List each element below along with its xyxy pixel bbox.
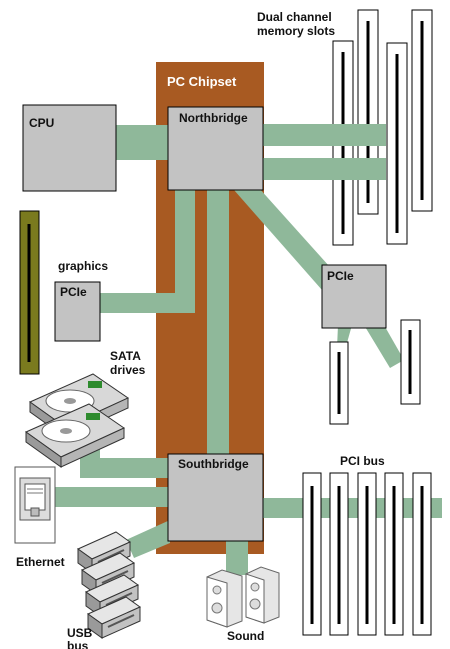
usb-label-line1: USB <box>67 626 93 640</box>
pci-slot <box>412 472 432 636</box>
pcie-chip <box>321 264 387 329</box>
sata-drives <box>24 373 130 468</box>
sound-link <box>226 540 248 575</box>
usb-port <box>86 596 142 639</box>
memory-slot <box>386 42 408 245</box>
usb-label-line2: bus <box>67 639 89 649</box>
memory-label-line1: Dual channel <box>257 10 332 24</box>
memory-label-line2: memory slots <box>257 24 336 38</box>
graphics-label: graphics <box>58 259 109 273</box>
pcie-slot-right-link <box>364 318 404 368</box>
pcie-graphics-label: PCIe <box>60 285 87 299</box>
northbridge-chip <box>167 106 264 191</box>
usb-link <box>126 520 170 558</box>
sata-drive <box>24 403 126 468</box>
sound-label: Sound <box>227 629 265 643</box>
pci-slot <box>302 472 322 636</box>
southbridge-chip <box>167 453 264 542</box>
northbridge-pcie-link <box>234 178 338 290</box>
ethernet-label: Ethernet <box>16 555 65 569</box>
pcie-slot <box>329 341 349 425</box>
sata-label-line1: SATA <box>110 349 141 363</box>
speaker <box>245 566 280 624</box>
ethernet-port <box>14 466 56 544</box>
speaker <box>206 569 243 628</box>
pcie-slots <box>329 319 421 425</box>
memory-channel-b-link <box>262 158 386 180</box>
pci-slot <box>329 472 349 636</box>
memory-slot <box>411 9 433 212</box>
pci-slot <box>384 472 404 636</box>
pcie-graphics-chip <box>54 281 101 342</box>
graphics-card <box>19 210 40 375</box>
southbridge-label: Southbridge <box>178 457 249 471</box>
memory-slot <box>357 9 379 215</box>
northbridge-pcie-graphics-link <box>100 190 195 313</box>
northbridge-southbridge-link <box>207 190 229 458</box>
cpu-label: CPU <box>29 116 55 130</box>
speakers <box>206 566 280 628</box>
northbridge-label: Northbridge <box>179 111 248 125</box>
cpu-chip <box>22 104 117 192</box>
ethernet-link <box>55 487 170 507</box>
chipset-label: PC Chipset <box>167 74 237 89</box>
sata-label-line2: drives <box>110 363 146 377</box>
usb-ports <box>76 531 142 639</box>
sata-link <box>80 438 170 478</box>
pcie-slot <box>400 319 421 405</box>
memory-channel-a-link <box>262 124 386 146</box>
cpu-northbridge-link <box>110 125 170 160</box>
pci-slot <box>357 472 377 636</box>
pcie-right-label: PCIe <box>327 269 354 283</box>
pci-bus-label: PCI bus <box>340 454 385 468</box>
pci-slots <box>302 472 432 636</box>
